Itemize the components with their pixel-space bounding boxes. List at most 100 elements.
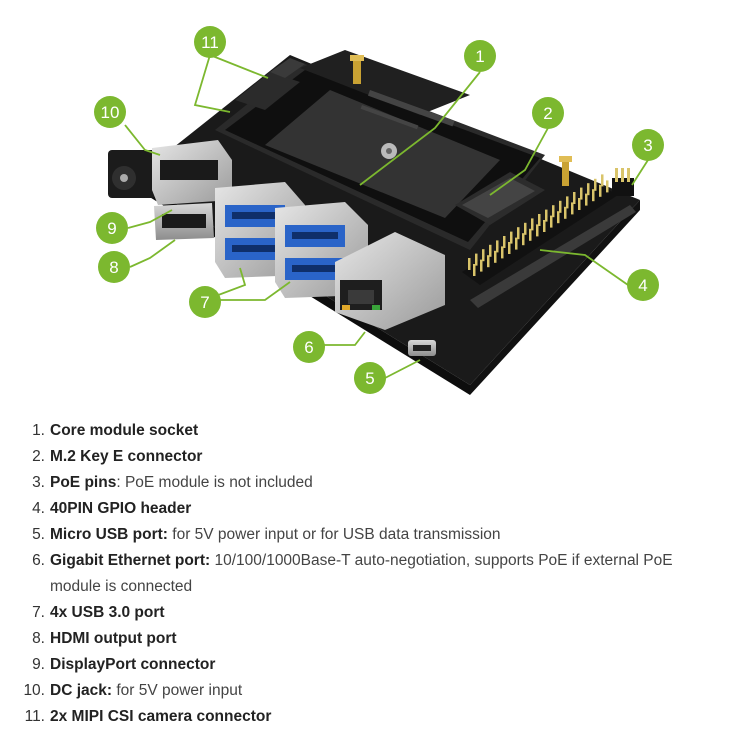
feature-item: 9. DisplayPort connector bbox=[0, 652, 750, 678]
gpio-pin bbox=[529, 228, 532, 241]
callout-9: 9 bbox=[96, 212, 128, 244]
mipi-csi-connectors bbox=[235, 58, 305, 110]
gpio-pin bbox=[482, 249, 485, 262]
gpio-pin bbox=[522, 233, 525, 246]
gpio-pin bbox=[538, 214, 541, 226]
ethernet-port bbox=[335, 232, 445, 330]
item-number: 5. bbox=[32, 526, 45, 543]
feature-item: 11.2x MIPI CSI camera connector bbox=[0, 704, 750, 730]
gpio-pin bbox=[592, 189, 595, 202]
gpio-pin bbox=[594, 178, 597, 191]
gpio-pin bbox=[580, 187, 583, 200]
board-photo: 1 2 3 4 5 6 7 8 9 10 11 bbox=[94, 26, 664, 395]
gpio-pin bbox=[536, 224, 539, 237]
m2-key-e-connector bbox=[455, 156, 572, 225]
item-number: 1. bbox=[32, 422, 45, 439]
gpio-pin bbox=[503, 236, 506, 248]
svg-text:1: 1 bbox=[475, 47, 484, 66]
callout-6: 6 bbox=[293, 331, 325, 363]
feature-item: 10. DC jack: for 5V power input bbox=[0, 678, 750, 704]
gpio-pin bbox=[587, 183, 590, 196]
gpio-pin bbox=[573, 192, 576, 204]
feature-item: 7.4x USB 3.0 port bbox=[0, 600, 750, 626]
gpio-pin bbox=[531, 218, 534, 231]
callout-2: 2 bbox=[532, 97, 564, 129]
gpio-pin bbox=[510, 231, 513, 244]
item-title: Gigabit Ethernet port: bbox=[50, 552, 211, 569]
item-title: Core module socket bbox=[50, 422, 199, 439]
svg-text:3: 3 bbox=[643, 136, 652, 155]
gpio-pin bbox=[566, 196, 569, 209]
callout-5: 5 bbox=[354, 362, 386, 394]
gpio-pin bbox=[489, 244, 492, 257]
gpio-pin bbox=[599, 184, 602, 197]
gpio-pin bbox=[494, 250, 497, 263]
displayport-connector bbox=[152, 140, 232, 205]
gpio-pin bbox=[552, 205, 555, 218]
item-number: 6. bbox=[32, 552, 45, 569]
gpio-pin bbox=[475, 253, 478, 266]
svg-text:4: 4 bbox=[638, 276, 647, 295]
gpio-pin bbox=[496, 240, 499, 253]
gpio-pin bbox=[517, 227, 520, 240]
svg-text:2: 2 bbox=[543, 104, 552, 123]
item-title: 40PIN GPIO header bbox=[50, 500, 192, 517]
svg-text:7: 7 bbox=[200, 293, 209, 312]
svg-text:8: 8 bbox=[109, 258, 118, 277]
item-description: 10/100/1000Base-T auto-negotiation, supp… bbox=[50, 552, 673, 595]
callout-8: 8 bbox=[98, 251, 130, 283]
gpio-pin bbox=[606, 180, 609, 193]
callout-11: 11 bbox=[194, 26, 226, 58]
gpio-pin bbox=[585, 193, 588, 206]
feature-item: 2.M.2 Key E connector bbox=[0, 444, 750, 470]
item-number: 3. bbox=[32, 474, 45, 491]
dc-jack bbox=[108, 150, 156, 198]
micro-usb-port bbox=[408, 340, 436, 356]
callout-7: 7 bbox=[189, 286, 221, 318]
item-title: DC jack: bbox=[50, 682, 113, 699]
gpio-pin bbox=[501, 246, 504, 259]
item-description: for 5V power input bbox=[112, 682, 243, 699]
item-title: Micro USB port: bbox=[50, 526, 168, 543]
callout-3: 3 bbox=[632, 129, 664, 161]
usb3-ports bbox=[215, 182, 368, 298]
item-title: 4x USB 3.0 port bbox=[50, 604, 165, 621]
item-number: 8. bbox=[32, 630, 45, 647]
gpio-pin bbox=[515, 237, 518, 250]
gpio-pin bbox=[550, 215, 553, 228]
gpio-pin bbox=[559, 200, 562, 213]
gpio-pin bbox=[601, 174, 604, 187]
gpio-pin bbox=[508, 242, 511, 254]
callout-10: 10 bbox=[94, 96, 126, 128]
item-number: 9. bbox=[32, 656, 45, 673]
item-number: 10. bbox=[23, 682, 45, 699]
item-number: 2. bbox=[32, 448, 45, 465]
feature-list: 1. Core module socket 2.M.2 Key E connect… bbox=[0, 418, 750, 730]
svg-text:6: 6 bbox=[304, 338, 313, 357]
gpio-pin bbox=[571, 202, 574, 215]
item-description: : PoE module is not included bbox=[116, 474, 313, 491]
svg-text:11: 11 bbox=[201, 33, 219, 52]
feature-item: 5. Micro USB port: for 5V power input or … bbox=[0, 522, 750, 548]
gpio-pin bbox=[468, 258, 471, 270]
svg-text:5: 5 bbox=[365, 369, 374, 388]
item-number: 4. bbox=[32, 500, 45, 517]
hdmi-port bbox=[154, 203, 214, 240]
gpio-pin bbox=[545, 209, 548, 222]
feature-item: 1. Core module socket bbox=[0, 418, 750, 444]
item-description: for 5V power input or for USB data trans… bbox=[167, 526, 501, 543]
gpio-pin bbox=[480, 259, 483, 272]
item-title: DisplayPort connector bbox=[50, 656, 216, 673]
gpio-pin bbox=[578, 198, 581, 210]
gpio-pin bbox=[543, 220, 546, 232]
gpio-pin bbox=[557, 211, 560, 224]
feature-item: 4. 40PIN GPIO header bbox=[0, 496, 750, 522]
gpio-pin bbox=[473, 264, 476, 276]
callout-leaders bbox=[124, 54, 649, 379]
gpio-header bbox=[462, 174, 636, 308]
gpio-pin bbox=[524, 222, 527, 235]
item-number: 11. bbox=[24, 708, 45, 725]
feature-item: 8. HDMI output port bbox=[0, 626, 750, 652]
item-title: HDMI output port bbox=[50, 630, 177, 647]
svg-text:9: 9 bbox=[107, 219, 116, 238]
